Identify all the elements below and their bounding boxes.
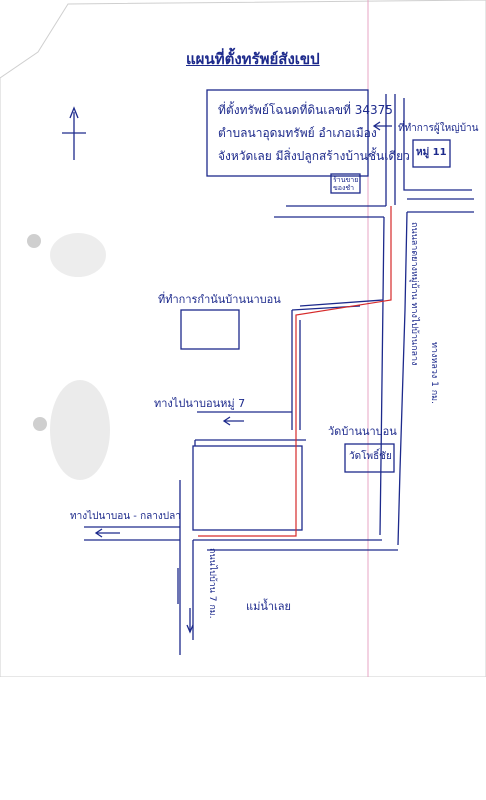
- to-nabon-klangpla-label: ทางไปนาบอน - กลางปลา: [70, 511, 181, 522]
- moo-number-label: หมู่ 11: [416, 147, 447, 158]
- lower-block: [192, 445, 303, 531]
- map-sheet: แผนที่ตั้งทรัพย์สังเขป ที่ตั้งทรัพย์โฉนด…: [0, 0, 486, 677]
- headman-office-box: [412, 139, 451, 168]
- village-office-box: [180, 309, 240, 350]
- road-vertical-label: ถนนลาดยางหมู่บ้าน ทางไปบ้านกลาง: [409, 222, 419, 366]
- temple-label: วัดบ้านนาบอน: [328, 425, 397, 438]
- punch-hole: [27, 234, 41, 248]
- temple-box-label: วัดโพธิ์ชัย: [349, 451, 392, 462]
- property-info-line-3: จังหวัดเลย มีสิ่งปลูกสร้างบ้านชั้นเดียว: [218, 149, 410, 163]
- north-arrow-icon: [62, 106, 86, 160]
- direction-arrow: [186, 624, 194, 634]
- headman-office-label: ที่ทำการผู้ใหญ่บ้าน: [398, 123, 479, 134]
- loei-river-label: แม่น้ำเลย: [246, 600, 291, 613]
- punch-hole: [33, 417, 47, 431]
- map-drawing: [0, 0, 486, 677]
- village-office-label: ที่ทำการกำนันบ้านนาบอน: [158, 293, 281, 306]
- map-title: แผนที่ตั้งทรัพย์สังเขป: [186, 50, 320, 68]
- smudge: [50, 233, 106, 277]
- property-info-line-1: ที่ตั้งทรัพย์โฉนดที่ดินเลขที่ 34375: [218, 103, 393, 117]
- to-nabon-moo7-label: ทางไปนาบอนหมู่ 7: [154, 397, 246, 410]
- road-lower-label: ถนนไปบ้าน 7 กม.: [207, 548, 217, 619]
- road-edge: [397, 211, 408, 546]
- pointer-arrow: [372, 121, 381, 131]
- route-line: [198, 206, 392, 537]
- property-info-line-2: ตำบลนาอุดมทรัพย์ อำเภอเมือง: [218, 126, 377, 140]
- shop-box: [330, 173, 361, 194]
- smudge: [50, 380, 110, 480]
- highway-label: ทางหลวง 1 กม.: [429, 342, 439, 404]
- shop-label: ร้านขายของชำ: [333, 176, 359, 192]
- road-edge: [403, 98, 472, 191]
- paper-sheet: [0, 0, 486, 677]
- direction-arrow: [94, 528, 103, 538]
- direction-arrow: [222, 416, 231, 426]
- temple-box: [344, 443, 395, 473]
- road-edge: [379, 216, 385, 536]
- property-info-box: [206, 89, 369, 177]
- road-edge: [299, 299, 384, 307]
